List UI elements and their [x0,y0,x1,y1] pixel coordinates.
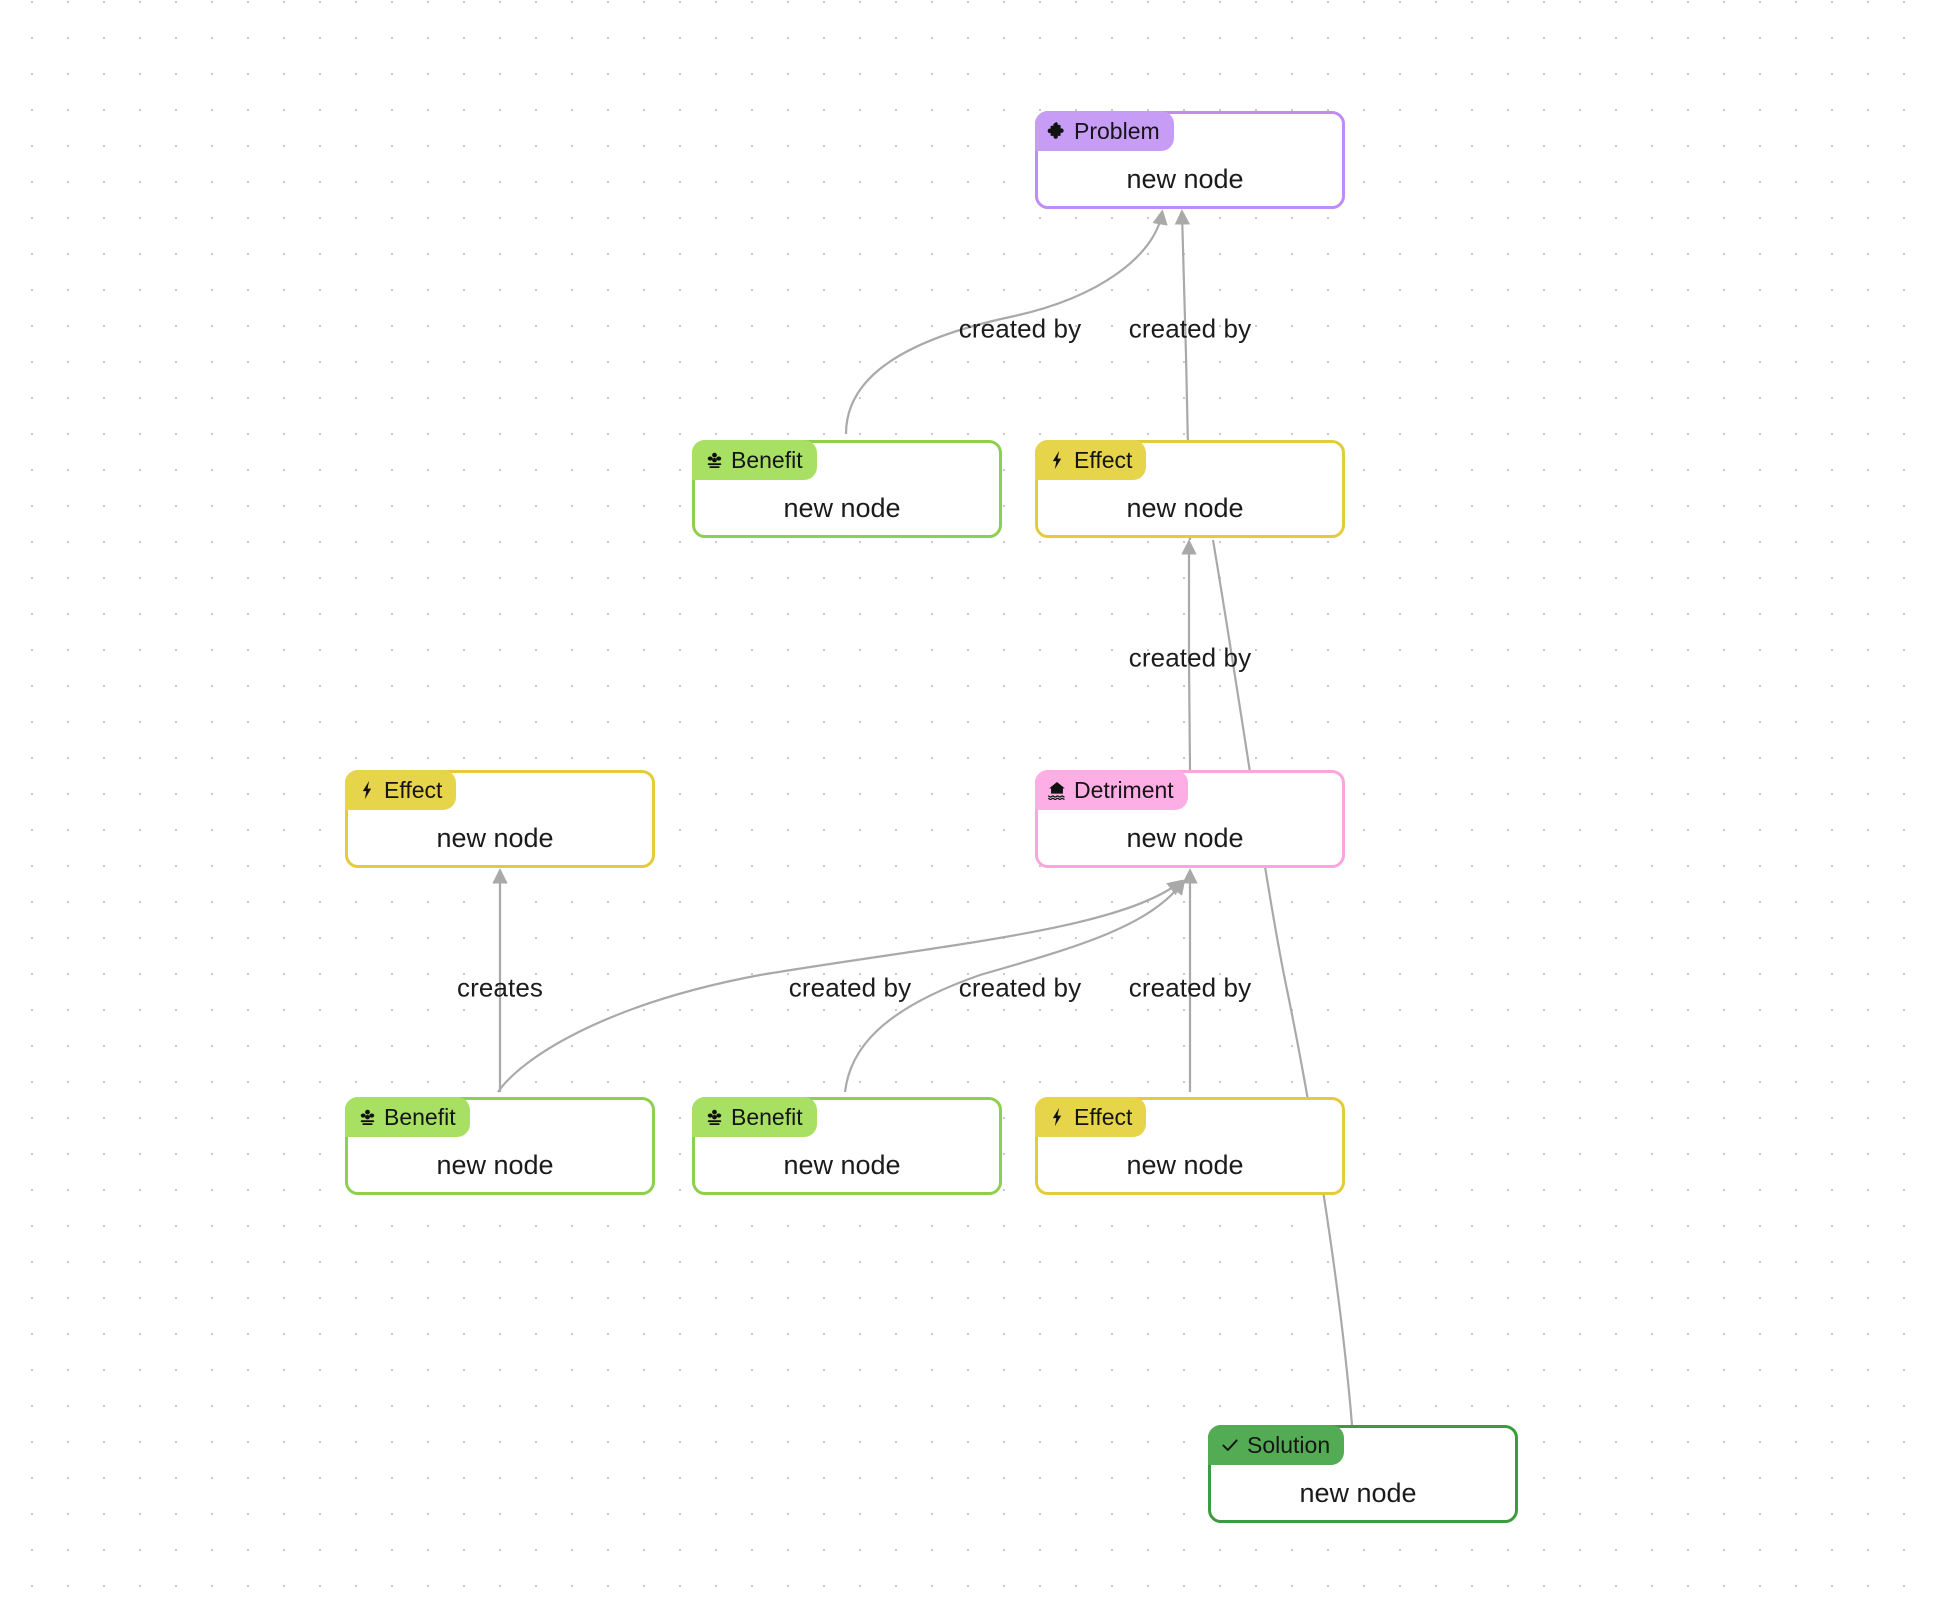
node-badge-benefit[interactable]: Benefit [345,1097,470,1137]
node-badge-label: Benefit [731,1103,803,1130]
lightning-bolt-icon [1047,450,1067,470]
node-title: new node [1126,164,1244,194]
node-title: new node [1126,823,1244,853]
node-badge-label: Benefit [384,1103,456,1130]
puzzle-piece-icon [1047,121,1067,141]
node-problem-1[interactable]: Problem new node [1035,111,1345,209]
lightning-bolt-icon [357,780,377,800]
flower-icon [357,1107,377,1127]
node-badge-label: Effect [384,776,443,803]
edge-label-benefit2-effect2: creates [457,972,543,1003]
edge-label-effect3-detriment1: created by [1128,972,1252,1003]
node-solution-1[interactable]: Solution new node [1208,1425,1518,1523]
node-title: new node [1299,1478,1417,1508]
node-badge-label: Benefit [731,446,803,473]
node-effect-1[interactable]: Effect new node [1035,440,1345,538]
node-badge-label: Effect [1074,446,1133,473]
flower-icon [704,450,724,470]
lightning-bolt-icon [1047,1107,1067,1127]
node-badge-benefit[interactable]: Benefit [692,1097,817,1137]
node-badge-label: Effect [1074,1103,1133,1130]
node-title: new node [783,1150,901,1180]
node-title: new node [1126,1150,1244,1180]
edge-label-benefit2-detriment1: created by [788,972,912,1003]
edge-label-benefit1-problem1: created by [958,313,1082,344]
node-badge-benefit[interactable]: Benefit [692,440,817,480]
node-effect-2[interactable]: Effect new node [345,770,655,868]
node-benefit-3[interactable]: Benefit new node [692,1097,1002,1195]
node-benefit-1[interactable]: Benefit new node [692,440,1002,538]
edge-label-effect1-problem1: created by [1128,313,1252,344]
node-title: new node [783,493,901,523]
edge-label-detriment1-effect1: created by [1128,642,1252,673]
node-badge-solution[interactable]: Solution [1208,1425,1345,1465]
node-benefit-2[interactable]: Benefit new node [345,1097,655,1195]
check-icon [1220,1435,1240,1455]
node-badge-label: Detriment [1074,776,1174,803]
flower-icon [704,1107,724,1127]
node-title: new node [436,823,554,853]
node-badge-label: Problem [1074,117,1160,144]
node-badge-label: Solution [1247,1431,1331,1458]
node-badge-effect[interactable]: Effect [1035,1097,1147,1137]
node-detriment-1[interactable]: Detriment new node [1035,770,1345,868]
node-badge-problem[interactable]: Problem [1035,111,1174,151]
node-badge-effect[interactable]: Effect [345,770,457,810]
flood-house-icon [1047,780,1067,800]
node-badge-effect[interactable]: Effect [1035,440,1147,480]
edge-label-benefit3-detriment1: created by [958,972,1082,1003]
node-title: new node [436,1150,554,1180]
node-badge-detriment[interactable]: Detriment [1035,770,1188,810]
node-effect-3[interactable]: Effect new node [1035,1097,1345,1195]
node-title: new node [1126,493,1244,523]
